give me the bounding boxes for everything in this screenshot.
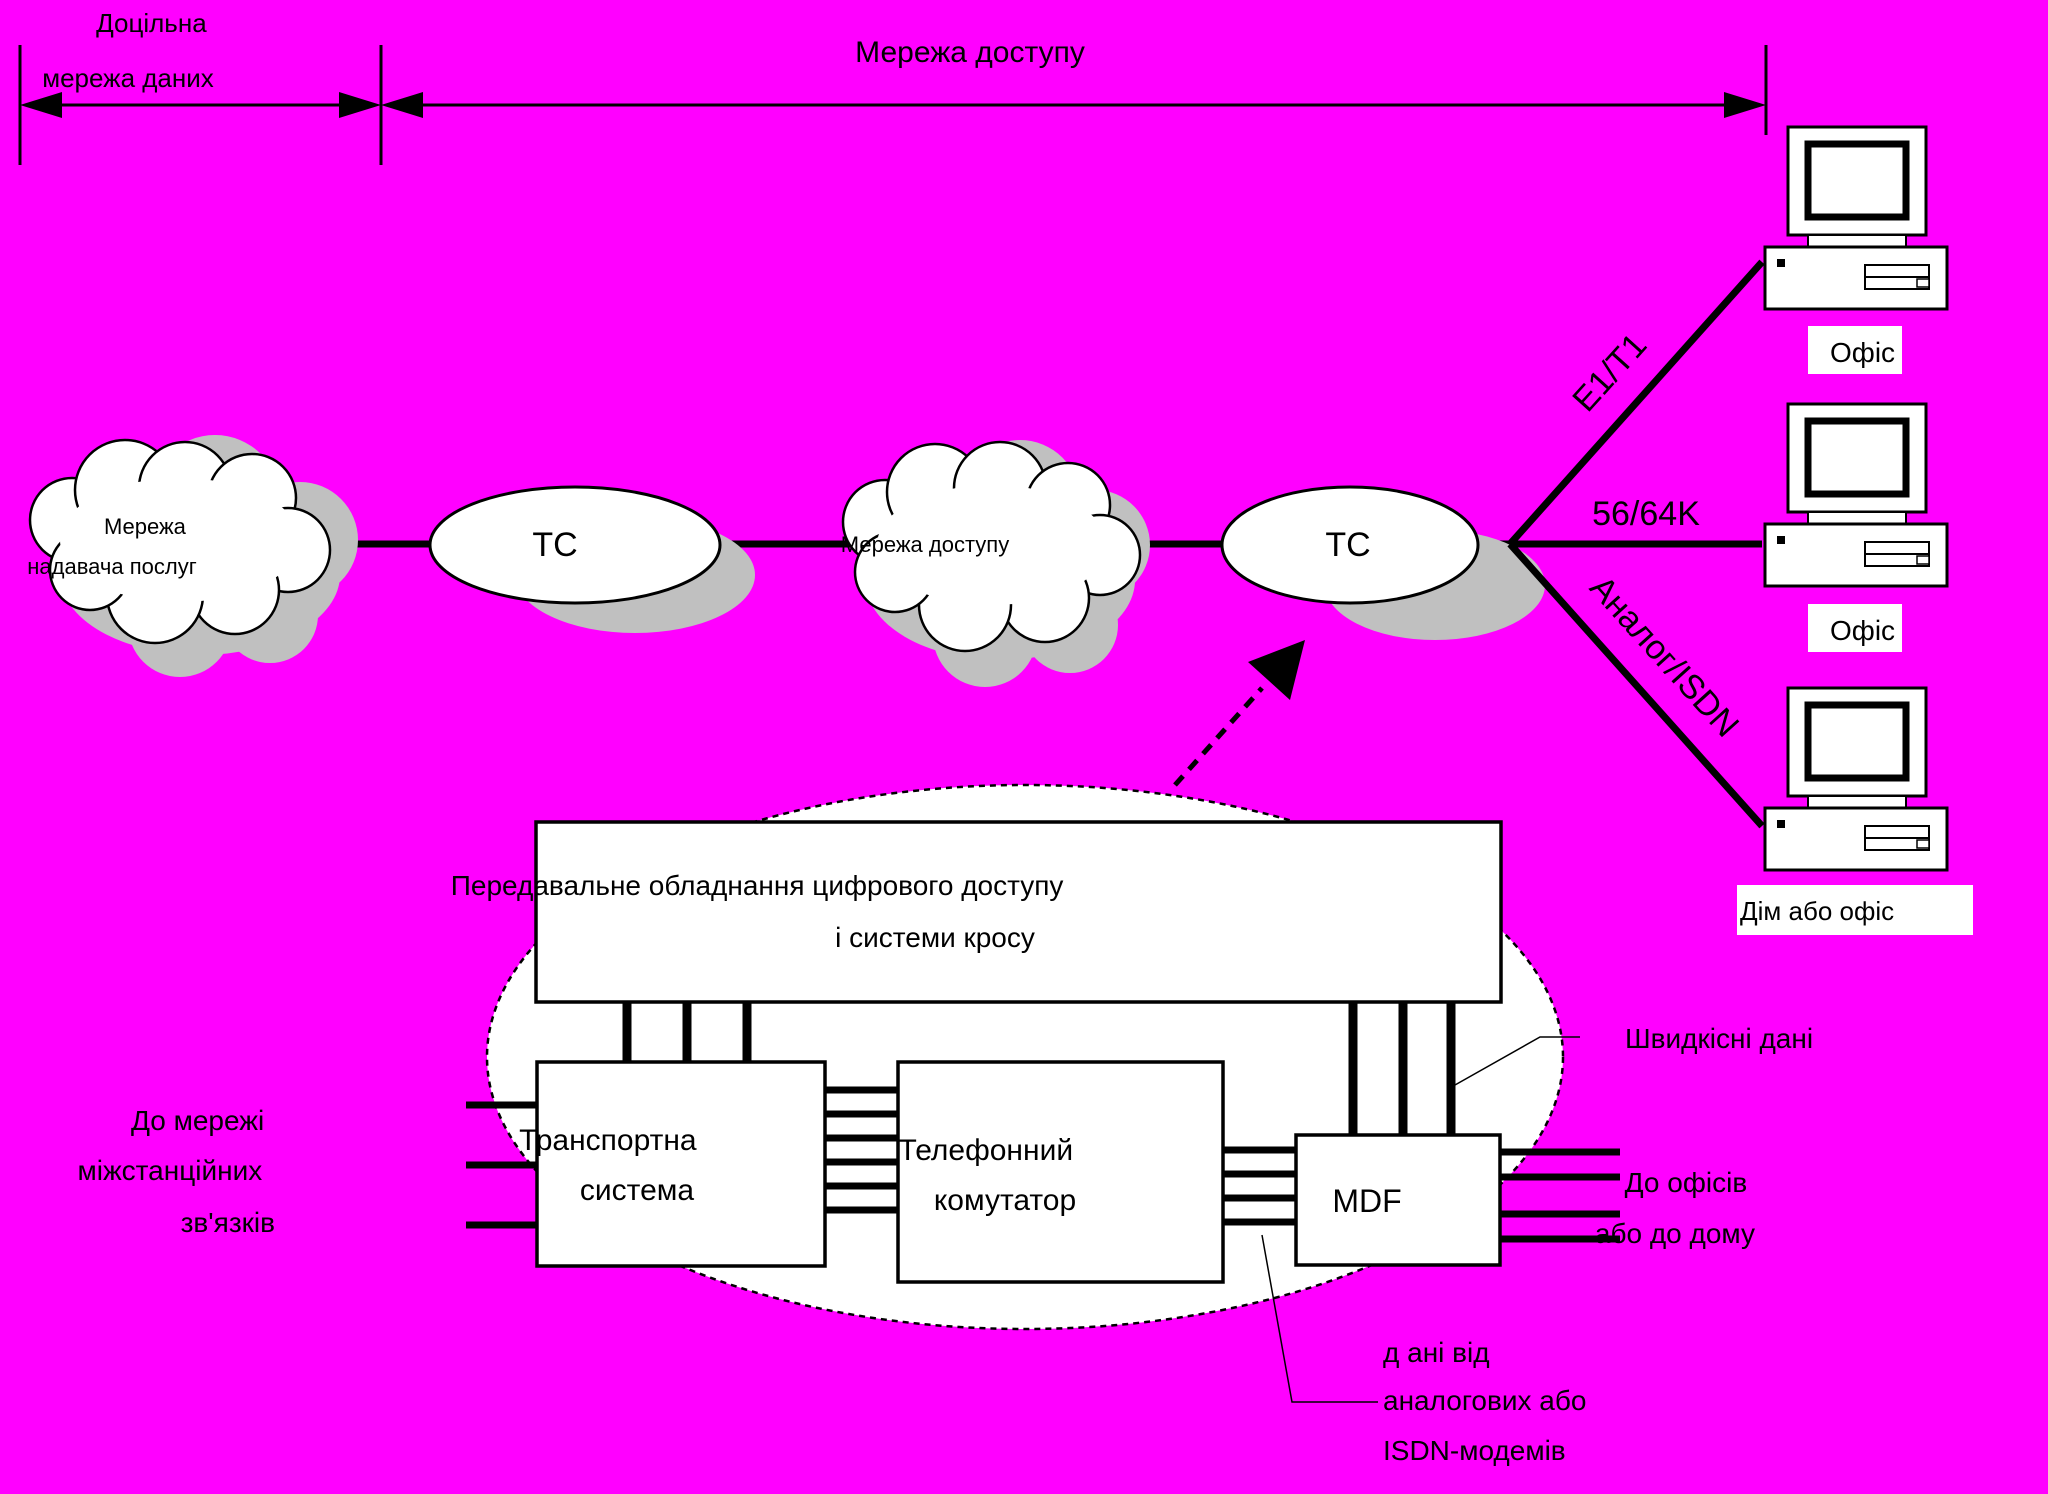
home-office-label-box [1737, 885, 1973, 935]
tc-node-2-body [1220, 485, 1480, 605]
computer-icon [1763, 686, 1949, 872]
telephone-switch-box [896, 1060, 1225, 1284]
office-2-label: Офіс [1830, 615, 1895, 646]
computer-office-1: Офіс [1763, 125, 1949, 374]
mdf-label: MDF [1332, 1183, 1401, 1219]
computer-office-2: Офіс [1763, 402, 1949, 652]
tc-node-2-label: TC [1325, 526, 1370, 564]
tc-node-1-body [428, 485, 722, 605]
office-1-label-box [1808, 326, 1902, 374]
digital-access-box [534, 820, 1503, 1004]
computer-icon [1763, 402, 1949, 588]
mdf-box [1294, 1133, 1502, 1267]
interexchange-label: До мережі міжстанційних зв'язків [77, 1105, 275, 1238]
interexchange-trunks [466, 1101, 537, 1229]
provider-cloud [28, 435, 358, 677]
subscriber-lines [1500, 1148, 1620, 1243]
arrowhead-right [1724, 92, 1766, 118]
access-network-label: Мережа доступу [855, 36, 1085, 69]
modem-data-leader [1261, 1234, 1378, 1403]
scope-arrowheads [20, 92, 1766, 118]
highspeed-leader [1454, 1036, 1580, 1086]
tc-node-1-label: TC [532, 526, 577, 564]
home-office-label: Дім або офіс [1740, 896, 1894, 926]
access-cloud [841, 440, 1150, 687]
transport-uplinks [622, 1002, 752, 1062]
access-cloud-fill [877, 485, 1107, 605]
tc-node-1 [428, 485, 755, 633]
access-cloud-label: Мережа доступу [841, 532, 1009, 557]
scope-markers [18, 45, 1768, 165]
to-offices-label: До офісів або до дому [1595, 1167, 1755, 1249]
analog-link [1507, 541, 1765, 829]
modem-data-label: д ані від аналогових або ISDN-модемів [1383, 1337, 1594, 1466]
provider-cloud-fill [60, 478, 300, 602]
local-network-label: Доцільна мережа даних [42, 8, 214, 93]
k56-label: 56/64K [1592, 495, 1700, 533]
office-2-label-box [1808, 604, 1902, 652]
arrowhead-mid-left [339, 92, 381, 118]
computer-icon [1763, 125, 1949, 311]
telephone-switch-label: Телефонний комутатор [899, 1134, 1082, 1217]
provider-cloud-label: Мережа надавача послуг [27, 514, 196, 579]
computer-home-office: Дім або офіс [1737, 686, 1973, 935]
arrowhead-mid-right [381, 92, 423, 118]
transport-system-label: Транспортна система [519, 1124, 705, 1207]
office-1-label: Офіс [1830, 337, 1895, 368]
highspeed-label: Швидкісні дані [1625, 1023, 1813, 1054]
mdf-uplinks [1348, 1002, 1456, 1135]
tc-node-2 [1220, 485, 1545, 640]
switch-mdf-trunks [1223, 1146, 1296, 1226]
zoom-pointer-line [1173, 686, 1264, 787]
transport-switch-trunks [825, 1086, 898, 1214]
zoom-pointer-arrowhead [1248, 640, 1305, 700]
access-links [1507, 259, 1765, 829]
digital-access-label: Передавальне обладнання цифрового доступ… [451, 870, 1071, 953]
e1-label: E1/T1 [1565, 326, 1654, 419]
transport-system-box [535, 1060, 827, 1268]
arrowhead-left [20, 92, 62, 118]
e1-link [1507, 259, 1765, 547]
